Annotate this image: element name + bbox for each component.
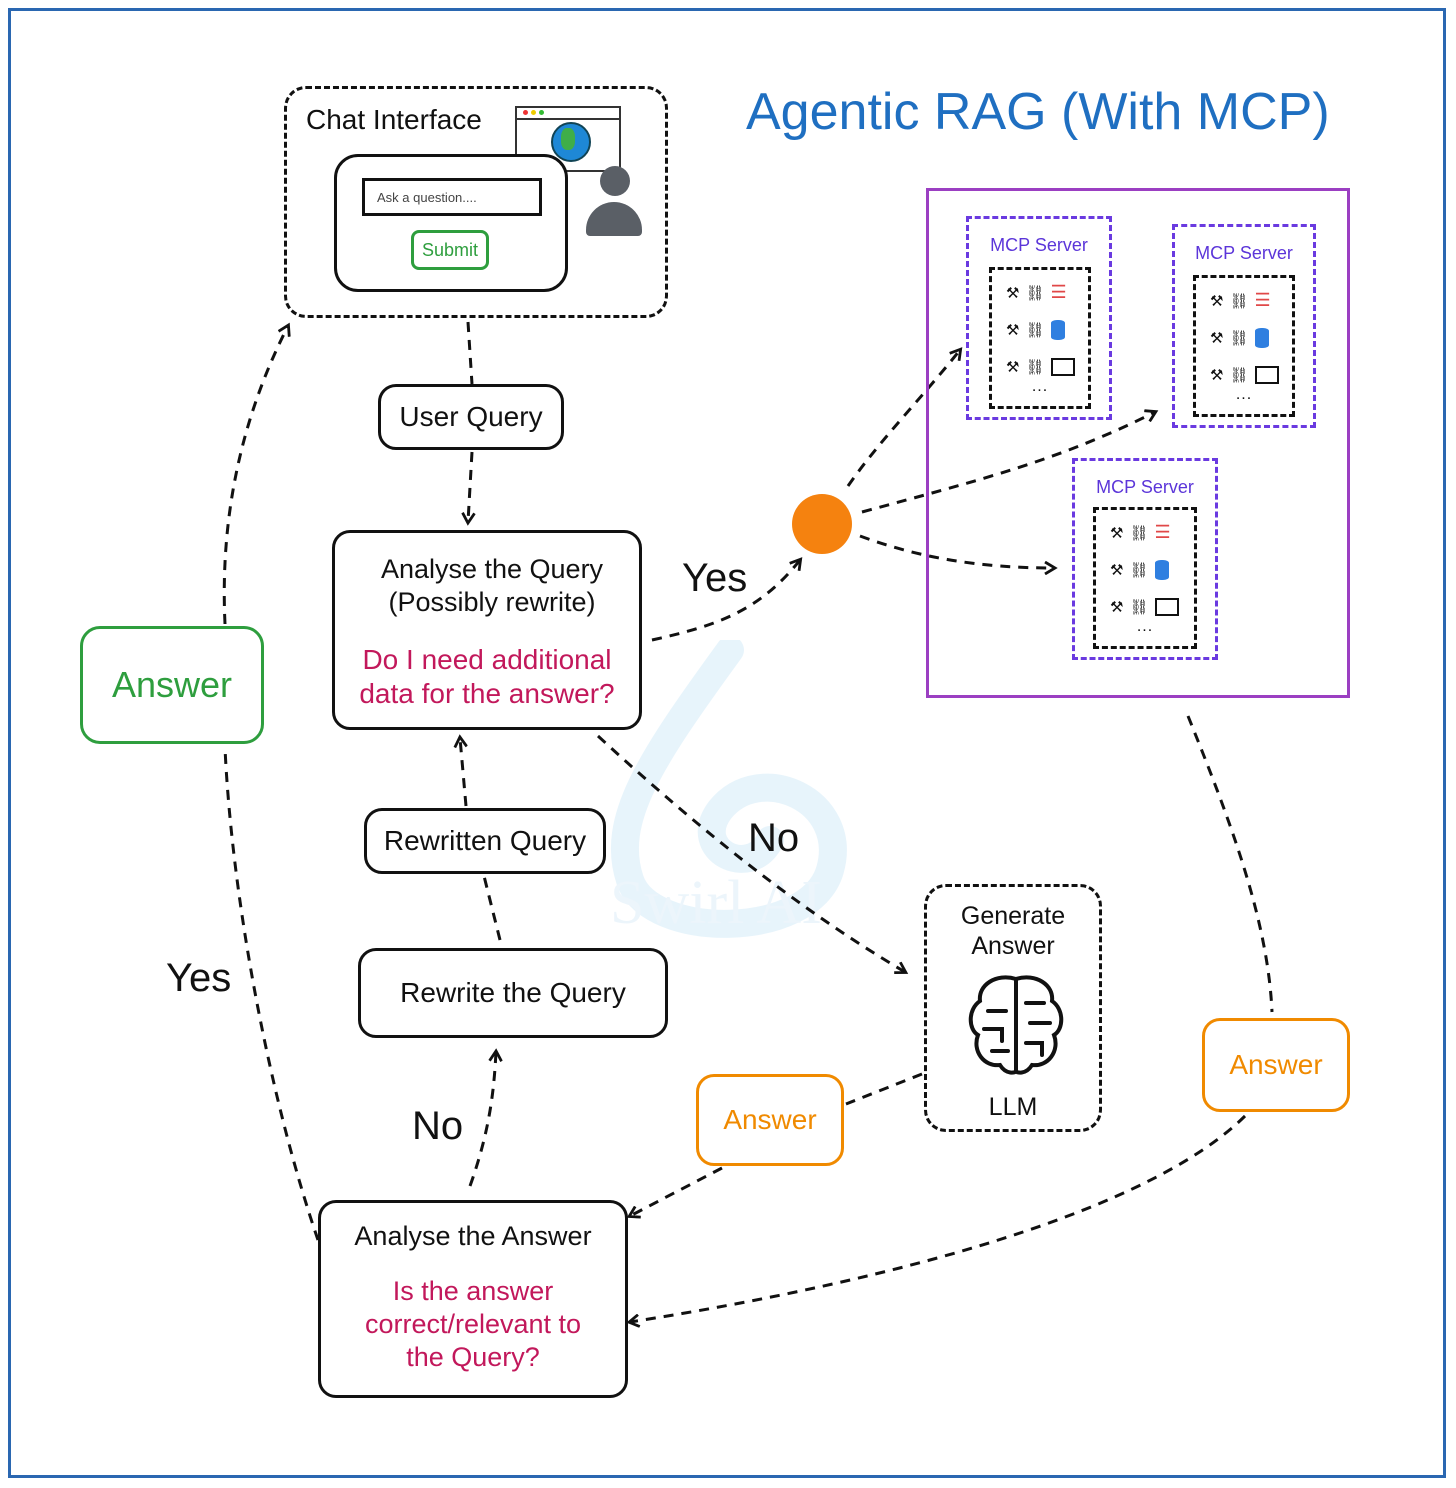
edge-rewritten-to-analyse — [460, 738, 466, 807]
edge-analyse-to-generate — [596, 734, 905, 972]
edge-analyseanswer-to-green-answer — [223, 747, 320, 1241]
edge-label-no-generate: No — [748, 816, 800, 860]
router-node — [792, 494, 852, 554]
window-icon — [1154, 598, 1179, 616]
generate-answer-node: Generate Answer LLM — [924, 884, 1102, 1132]
layers-icon: ☰ — [1050, 282, 1067, 302]
link-icon: ⛓ — [1129, 562, 1149, 579]
link-icon: ⛓ — [1129, 524, 1149, 542]
hammer-icon: ⚒ — [1110, 599, 1124, 616]
final-answer-node: Answer — [80, 626, 264, 744]
edge-router-to-mcp2 — [861, 412, 1155, 514]
edge-userquery-to-analyse — [468, 451, 472, 522]
edge-orange-answer-mcp-to-analyseanswer — [630, 1114, 1247, 1322]
watermark: Swirl AI — [560, 636, 900, 960]
question-input-placeholder: Ask a question.... — [377, 189, 477, 205]
edge-label-yes-answer: Yes — [166, 956, 232, 1000]
edge-orange-answer-to-analyseanswer — [630, 1166, 723, 1216]
mcp-servers-container — [926, 188, 1350, 698]
layers-icon: ☰ — [1154, 522, 1171, 542]
hammer-icon: ⚒ — [1210, 367, 1224, 384]
mcp-server-2-more: ... — [1235, 386, 1253, 403]
mcp-server-3-more: ... — [1136, 618, 1154, 635]
edge-analyse-to-router — [651, 560, 800, 642]
edge-label-yes-mcp: Yes — [682, 556, 748, 600]
diagram-title: Agentic RAG (With MCP) — [746, 83, 1330, 141]
hammer-icon: ⚒ — [1006, 284, 1020, 302]
edge-analyseanswer-to-rewrite — [468, 1052, 496, 1187]
mcp-server-3-label: MCP Server — [1096, 477, 1194, 497]
analyse-answer-question: Is the answer correct/relevant to the Qu… — [364, 1276, 582, 1372]
mcp-server-2-tools: ⚒ ⛓ ☰ ⚒ ⛓ ⚒ ⛓ ... — [1193, 275, 1295, 417]
llm-label: LLM — [988, 1093, 1038, 1121]
edge-chat-to-userquery — [466, 321, 474, 385]
mcp-server-2-label: MCP Server — [1195, 243, 1293, 263]
mcp-server-2: MCP Server ⚒ ⛓ ☰ ⚒ ⛓ ⚒ ⛓ ... — [1172, 224, 1316, 428]
question-input[interactable]: Ask a question.... — [362, 178, 542, 216]
analyse-query-title: Analyse the Query (Possibly rewrite) — [380, 554, 604, 617]
hammer-icon: ⚒ — [1110, 524, 1124, 542]
mcp-server-1: MCP Server ⚒ ⛓ ☰ ⚒ ⛓ ⚒ ⛓ ... — [966, 216, 1112, 420]
mcp-server-3-tools: ⚒ ⛓ ☰ ⚒ ⛓ ⚒ ⛓ ... — [1093, 507, 1197, 649]
brain-icon — [968, 975, 1064, 1075]
mcp-server-3: MCP Server ⚒ ⛓ ☰ ⚒ ⛓ ⚒ ⛓ ... — [1072, 458, 1218, 660]
rewrite-query-node: Rewrite the Query — [358, 948, 668, 1038]
chat-window — [334, 154, 568, 292]
link-icon: ⛓ — [1229, 330, 1249, 347]
llm-answer-node: Answer — [696, 1074, 844, 1166]
mcp-server-1-more: ... — [1031, 378, 1049, 395]
database-icon — [1050, 320, 1065, 340]
chat-interface-label: Chat Interface — [306, 104, 482, 135]
hammer-icon: ⚒ — [1006, 322, 1020, 339]
analyse-answer-title: Analyse the Answer — [354, 1221, 592, 1251]
chat-interface-panel — [284, 86, 668, 318]
link-icon: ⛓ — [1025, 284, 1045, 302]
link-icon: ⛓ — [1025, 322, 1045, 339]
window-icon — [1254, 366, 1279, 384]
edge-router-to-mcp3 — [859, 534, 1054, 568]
link-icon: ⛓ — [1025, 359, 1045, 376]
generate-answer-label: Generate Answer — [960, 902, 1066, 960]
hammer-icon: ⚒ — [1006, 359, 1020, 376]
user-icon — [586, 166, 642, 238]
edge-generate-to-orange-answer — [845, 1072, 923, 1106]
edge-router-to-mcp1 — [846, 350, 960, 487]
layers-icon: ☰ — [1254, 290, 1271, 310]
window-icon — [1050, 358, 1075, 376]
link-icon: ⛓ — [1129, 599, 1149, 616]
rewritten-query-node: Rewritten Query — [364, 808, 606, 874]
mcp-server-1-tools: ⚒ ⛓ ☰ ⚒ ⛓ ⚒ ⛓ ... — [989, 267, 1091, 409]
analyse-answer-node: Analyse the Answer Is the answer correct… — [318, 1200, 628, 1398]
watermark-text: Swirl AI — [610, 869, 822, 937]
user-query-node: User Query — [378, 384, 564, 450]
link-icon: ⛓ — [1229, 292, 1249, 310]
hammer-icon: ⚒ — [1210, 330, 1224, 347]
edge-mcp-to-orange-answer — [1186, 715, 1274, 1013]
mcp-answer-node: Answer — [1202, 1018, 1350, 1112]
database-icon — [1154, 560, 1169, 580]
diagram-frame — [8, 8, 1446, 1478]
edge-rewrite-to-rewritten — [482, 875, 502, 941]
edge-label-no-rewrite: No — [412, 1104, 464, 1148]
analyse-query-question: Do I need additional data for the answer… — [359, 644, 615, 709]
edge-green-answer-to-chat — [222, 326, 288, 625]
hammer-icon: ⚒ — [1210, 292, 1224, 310]
hammer-icon: ⚒ — [1110, 562, 1124, 579]
analyse-query-node: Analyse the Query (Possibly rewrite) Do … — [332, 530, 642, 730]
database-icon — [1254, 328, 1269, 348]
swirl-logo-icon — [610, 636, 847, 938]
submit-button[interactable]: Submit — [411, 230, 489, 270]
mcp-server-1-label: MCP Server — [990, 235, 1088, 255]
link-icon: ⛓ — [1229, 367, 1249, 384]
